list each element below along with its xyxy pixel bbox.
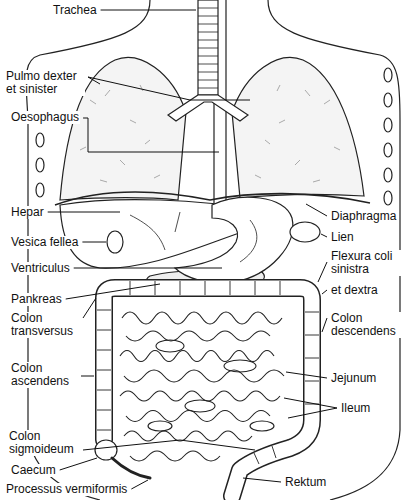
- colon-lumen: [104, 288, 312, 496]
- colon-outline: [104, 288, 312, 496]
- organ-label: Pulmo dexter et sinister: [5, 70, 85, 96]
- leader-line: [243, 478, 281, 482]
- leader-line: [306, 204, 327, 216]
- organ-label: Caecum: [10, 464, 57, 477]
- leader-line: [88, 77, 250, 100]
- stomach: [175, 197, 293, 283]
- organ-label: Trachea: [52, 4, 98, 17]
- leader-line: [66, 284, 160, 299]
- liver-detail: [130, 212, 180, 250]
- leader-line: [321, 234, 327, 237]
- leader-line: [60, 458, 97, 470]
- organ-label: Processus vermiformis: [5, 483, 128, 496]
- leader-line: [83, 440, 255, 450]
- organ-label: et dextra: [330, 284, 379, 297]
- organ-label: Ileum: [340, 402, 371, 415]
- leader-line: [82, 242, 106, 243]
- leader-line: [48, 212, 120, 213]
- organ-label: Colon descendens: [330, 312, 402, 338]
- spleen: [290, 222, 320, 242]
- organ-label: Diaphragma: [330, 210, 397, 223]
- organ-label: Colon sigmoideum: [8, 430, 80, 456]
- leader-line: [83, 118, 219, 152]
- gallbladder: [107, 231, 123, 253]
- leader-line: [101, 10, 196, 11]
- leader-line: [286, 372, 327, 378]
- organ-label: Flexura coli sinistra: [330, 250, 404, 276]
- trachea-rings: [198, 8, 218, 88]
- trachea: [198, 0, 218, 95]
- organ-label: Jejunum: [330, 372, 377, 385]
- leader-line: [284, 398, 337, 408]
- organ-label: Vesica fellea: [10, 236, 79, 249]
- organ-label: Ventriculus: [10, 262, 71, 275]
- organ-label: Oesophagus: [10, 111, 80, 124]
- organ-label: Rektum: [284, 476, 327, 489]
- organ-label: Colon ascendens: [10, 362, 78, 388]
- lung: [232, 58, 364, 198]
- organ-label: Colon transversus: [10, 312, 80, 338]
- small-intestine: [120, 312, 284, 461]
- stomach-detail: [240, 220, 257, 262]
- leader-line: [131, 480, 148, 489]
- leader-line: [322, 290, 327, 294]
- organ-label: Hepar: [10, 206, 45, 219]
- leader-line: [322, 318, 327, 332]
- leader-line: [81, 376, 94, 377]
- leader-line: [288, 408, 337, 418]
- appendix: [112, 458, 150, 478]
- organ-label: Lien: [330, 231, 355, 244]
- caecum: [95, 440, 117, 460]
- organ-label: Pankreas: [10, 293, 63, 306]
- bronchus: [168, 95, 248, 121]
- leader-line: [74, 268, 222, 269]
- colon-haustra: [97, 281, 319, 464]
- leader-line: [83, 298, 96, 318]
- leader-line: [318, 262, 327, 282]
